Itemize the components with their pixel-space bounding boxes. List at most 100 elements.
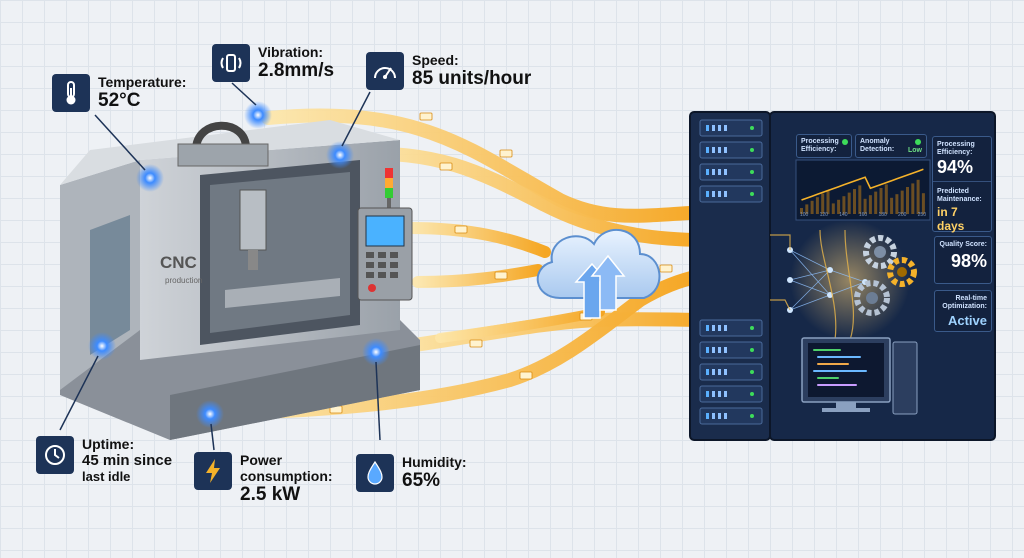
neural-network-icon <box>789 249 866 311</box>
status-led-icon <box>842 139 848 145</box>
rack-led-icon <box>724 347 727 353</box>
uptime-label: Uptime: 45 min since last idle <box>36 436 172 484</box>
chart-bar <box>879 188 883 214</box>
temperature-value: 52°C <box>98 90 141 111</box>
temperature-label: Temperature: 52°C <box>52 74 186 112</box>
chart-bar <box>863 198 867 214</box>
chart-bar <box>800 208 803 214</box>
server-rack <box>689 111 996 441</box>
rack-unit <box>699 163 763 181</box>
power-title-line1: Power <box>240 452 283 468</box>
rack-led-icon <box>712 413 715 419</box>
quality-score-card: Quality Score: 98% <box>934 236 992 284</box>
rack-led-icon <box>718 325 721 331</box>
uptime-title: Uptime: <box>82 436 135 452</box>
speed-value: 85 units/hour <box>412 68 532 89</box>
chart-bar <box>895 194 899 214</box>
rack-led-icon <box>706 413 709 419</box>
gear-icon <box>863 235 897 269</box>
power-title-line2: consumption: <box>240 468 333 484</box>
chart-bar <box>826 190 830 214</box>
speed-title: Speed: <box>412 52 459 68</box>
sensor-node-speed <box>326 141 354 169</box>
predicted-maintenance-value: in 7 days <box>937 205 965 233</box>
chart-bar <box>805 204 809 214</box>
rack-status-led-icon <box>750 192 754 196</box>
rack-status-led-icon <box>750 170 754 174</box>
rack-led-icon <box>718 413 721 419</box>
chart-line <box>801 168 924 201</box>
clock-icon <box>36 436 74 474</box>
rack-led-icon <box>718 125 721 131</box>
optimization-value: Active <box>947 313 987 328</box>
rack-led-icon <box>712 169 715 175</box>
chart-bar <box>906 187 909 214</box>
sensor-node-humidity <box>362 338 390 366</box>
chart-bar <box>911 183 915 214</box>
chart-bar <box>853 189 856 214</box>
rack-unit <box>699 363 763 381</box>
thermometer-icon <box>52 74 90 112</box>
chart-bar <box>890 197 894 214</box>
rack-led-icon <box>724 391 727 397</box>
water-drop-icon <box>356 454 394 492</box>
side-efficiency-label: Processing Efficiency: <box>937 141 975 156</box>
data-flow-streams <box>205 108 736 421</box>
rack-unit <box>699 385 763 403</box>
chart-bar <box>916 179 920 214</box>
humidity-label: Humidity: 65% <box>356 454 467 492</box>
rack-status-led-icon <box>750 148 754 152</box>
chart-bar <box>874 191 878 214</box>
chart-tick-label: 200 <box>898 212 907 218</box>
vibration-title: Vibration: <box>258 44 324 60</box>
rack-led-icon <box>712 125 715 131</box>
rack-led-icon <box>712 369 715 375</box>
rack-led-icon <box>724 147 727 153</box>
chart-bar <box>900 190 904 214</box>
rack-led-icon <box>712 347 715 353</box>
rack-status-led-icon <box>750 326 754 330</box>
rack-led-icon <box>706 369 709 375</box>
chart-bar <box>810 200 814 214</box>
rack-unit <box>699 141 763 159</box>
rack-led-icon <box>718 347 721 353</box>
sensor-node-uptime <box>88 332 116 360</box>
rack-led-icon <box>706 347 709 353</box>
rack-unit <box>699 341 763 359</box>
rack-led-icon <box>724 369 727 375</box>
rack-led-icon <box>724 125 727 131</box>
speed-label: Speed: 85 units/hour <box>366 52 531 90</box>
processing-efficiency-label: Processing Efficiency: <box>801 138 839 153</box>
chart-bar <box>837 199 841 214</box>
machine-subtitle: production <box>165 276 202 285</box>
power-value: 2.5 kW <box>240 484 301 505</box>
rack-unit <box>699 119 763 137</box>
predicted-maintenance-label: Predicted Maintenance: <box>933 181 991 204</box>
uptime-value-line1: 45 min since <box>82 452 173 469</box>
chart-bar <box>868 195 872 214</box>
anomaly-detection-label: Anomaly Detection: <box>860 138 895 153</box>
chart-tick-label: 180 <box>878 212 887 218</box>
humidity-value: 65% <box>402 470 441 491</box>
vibration-icon <box>212 44 250 82</box>
rack-led-icon <box>712 391 715 397</box>
sensor-node-vibration <box>244 101 272 129</box>
rack-led-icon <box>706 147 709 153</box>
vibration-label: Vibration: 2.8mm/s <box>212 44 334 82</box>
speedometer-icon <box>366 52 404 90</box>
gear-icon <box>854 280 890 316</box>
rack-led-icon <box>712 191 715 197</box>
rack-led-icon <box>706 169 709 175</box>
rack-status-led-icon <box>750 370 754 374</box>
cloud-icon <box>536 228 661 319</box>
rack-unit <box>699 319 763 337</box>
rack-status-led-icon <box>750 414 754 418</box>
rack-led-icon <box>712 325 715 331</box>
rack-led-icon <box>718 391 721 397</box>
status-led-icon <box>915 139 921 145</box>
cnc-machine: CNC production <box>60 120 420 440</box>
quality-score-value: 98% <box>950 251 987 271</box>
side-efficiency-value: 94% <box>937 157 974 177</box>
